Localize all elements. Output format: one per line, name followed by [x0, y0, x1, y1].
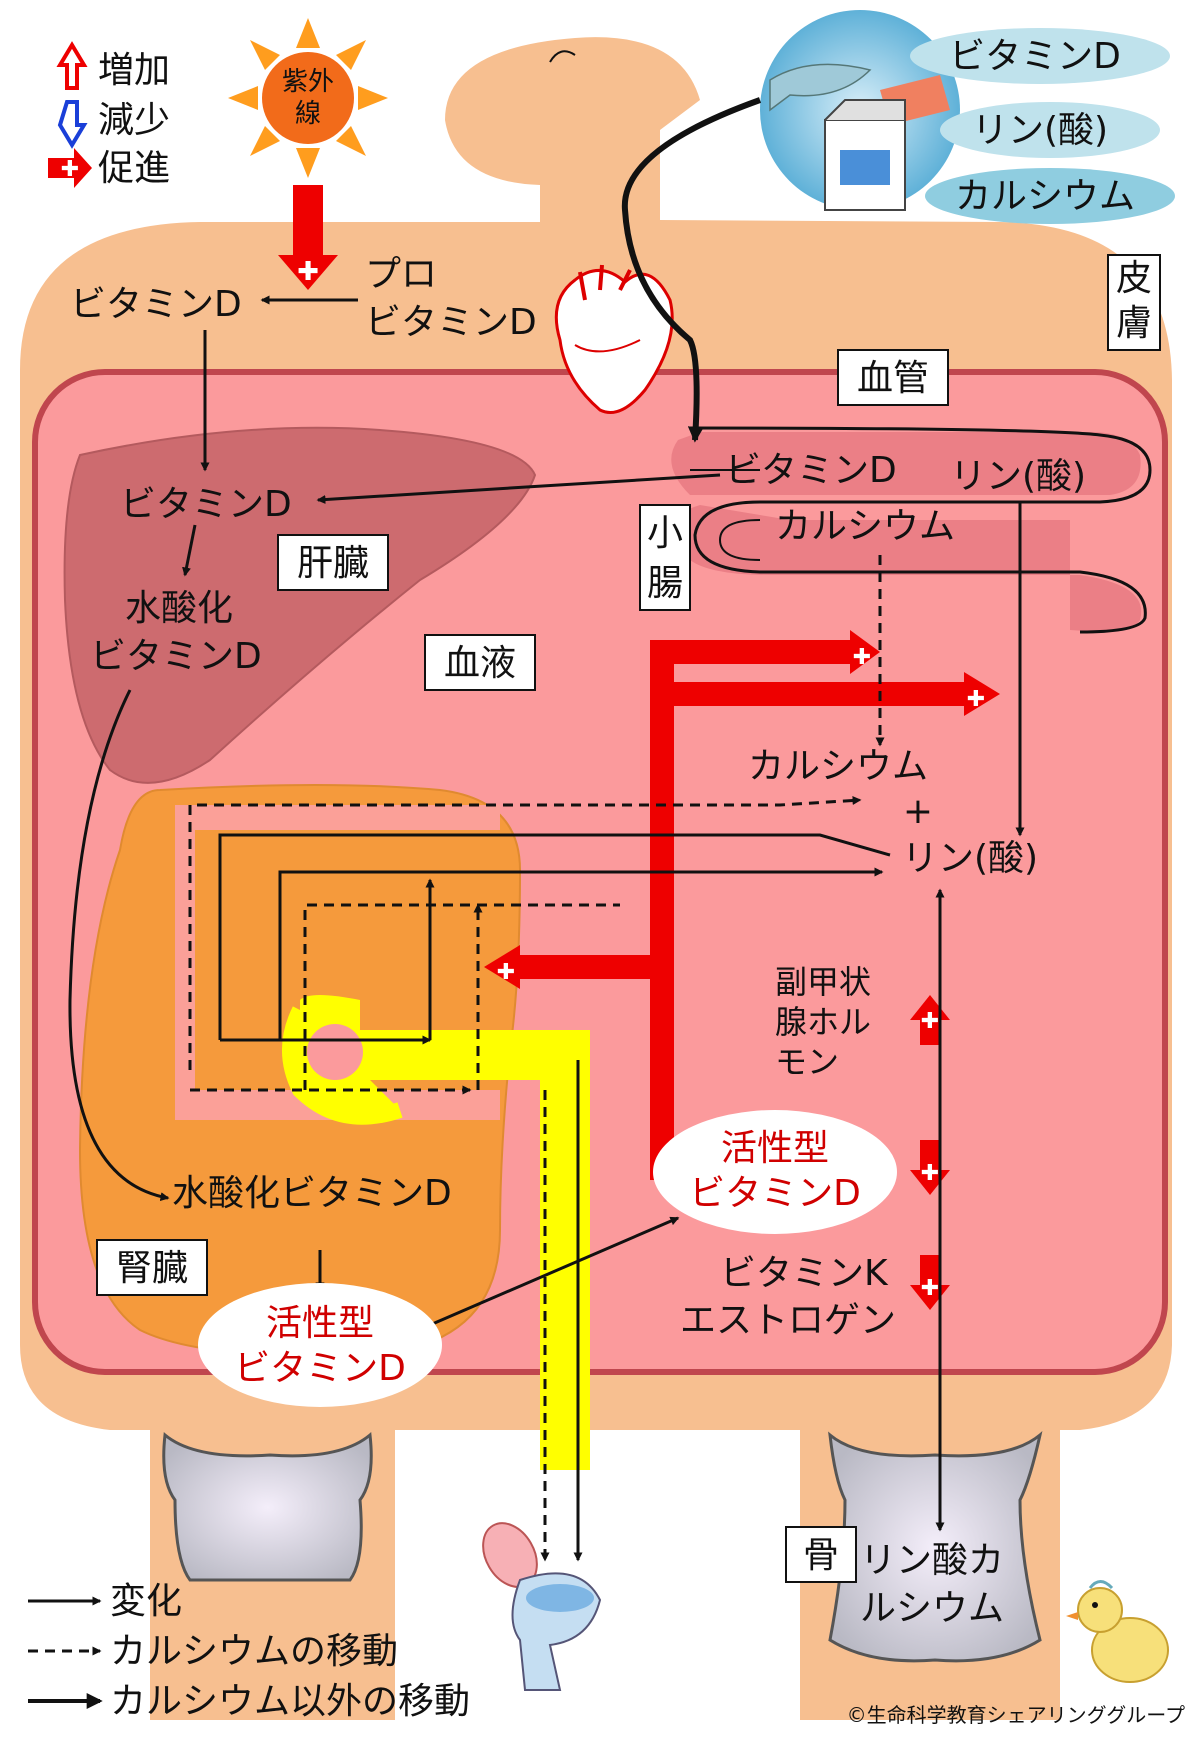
increase-arrow-icon	[56, 41, 88, 90]
pro-vitamin-d-2: ビタミンD	[365, 302, 537, 343]
food-phosphate: リン(酸)	[972, 110, 1108, 151]
sun-icon: 紫外 線	[228, 18, 388, 178]
blood-box	[424, 634, 536, 691]
active-vd-blood-1: 活性型	[721, 1128, 829, 1169]
food-group: ビタミンD リン(酸) カルシウム	[760, 10, 1175, 224]
pro-vitamin-d-1: プロ	[365, 254, 437, 295]
blood-label: 血液	[444, 643, 516, 684]
intestine-calcium: カルシウム	[775, 506, 955, 547]
fish-icon	[769, 63, 872, 112]
skin-box	[1107, 254, 1161, 351]
toilet-icon	[482, 1522, 602, 1691]
active-vd-blood-2: ビタミンD	[689, 1173, 861, 1214]
uv-label-1: 紫外	[282, 67, 334, 97]
flow-arrows	[68, 97, 1025, 1562]
intestine-vitamin-d: ビタミンD	[725, 450, 897, 491]
liver-hydroxylated-1: 水酸化	[125, 588, 233, 629]
organ-labels: 皮 膚 血管 肝臓 小 腸 血液 腎臓 骨	[96, 254, 1161, 1583]
bone-box	[785, 1526, 857, 1583]
legend-bottom: 変化 カルシウムの移動 カルシウム以外の移動	[28, 1581, 470, 1722]
liver-hydroxylated-2: ビタミンD	[90, 636, 262, 677]
liver-box	[277, 534, 389, 591]
copyright: ©生命科学教育シェアリンググループ	[847, 1703, 1185, 1727]
decrease-arrow-icon	[57, 100, 88, 149]
legend-change: 変化	[110, 1581, 182, 1622]
estrogen-label: エストロゲン	[680, 1300, 896, 1341]
food-vitamin-d: ビタミンD	[949, 36, 1121, 77]
active-vd-blood-bubble	[653, 1110, 897, 1234]
heart-icon	[554, 264, 674, 414]
svg-text:✚: ✚	[497, 960, 515, 985]
svg-text:✚: ✚	[921, 1009, 939, 1034]
legend-top: 増加 減少 ✚ 促進	[48, 41, 170, 189]
liver-label: 肝臓	[297, 543, 369, 584]
active-vd-kidney-1: 活性型	[266, 1303, 374, 1344]
svg-text:✚: ✚	[921, 1276, 939, 1301]
svg-text:✚: ✚	[853, 645, 871, 670]
promote-bars: ✚ ✚ ✚ ✚ ✚ ✚ ✚	[278, 185, 1000, 1310]
calcium-phosphate-1: リン酸カ	[860, 1540, 1004, 1581]
legend-increase: 増加	[98, 50, 170, 91]
vessel-label: 血管	[857, 358, 929, 399]
active-vd-kidney-bubble	[198, 1283, 442, 1407]
active-vd-kidney-2: ビタミンD	[234, 1348, 406, 1389]
liver-vitamin-d: ビタミンD	[120, 484, 292, 525]
process-labels: ビタミンD プロ ビタミンD ビタミンD 水酸化 ビタミンD ビタミンD リン(…	[70, 254, 1086, 1629]
vitamin-k-label: ビタミンK	[720, 1253, 889, 1294]
chick-icon	[1066, 1580, 1169, 1683]
vessel-box	[837, 349, 949, 406]
uv-label-2: 線	[295, 99, 321, 129]
blood-phosphate: リン(酸)	[902, 838, 1038, 879]
pth-label-2: 腺ホル	[775, 1003, 871, 1041]
eye-icon	[549, 50, 576, 63]
intestine-label-1: 小	[647, 513, 683, 554]
calcium-phosphate-2: ルシウム	[860, 1588, 1004, 1629]
intestine-label-2: 腸	[647, 563, 683, 604]
kidney-hydroxylated-vd: 水酸化ビタミンD	[172, 1173, 452, 1214]
legend-calcium-move: カルシウムの移動	[110, 1631, 398, 1672]
bone-left-icon	[162, 1432, 373, 1582]
small-intestine-shape	[671, 426, 1152, 634]
skin-label-2: 膚	[1116, 303, 1152, 344]
svg-text:✚: ✚	[297, 257, 319, 287]
legend-promote: 促進	[98, 148, 170, 189]
blood-plus: +	[903, 791, 933, 832]
skin-vitamin-d: ビタミンD	[70, 284, 242, 325]
svg-text:✚: ✚	[61, 157, 79, 182]
legend-decrease: 減少	[98, 100, 170, 141]
promote-arrow-icon	[48, 148, 92, 188]
blood-calcium: カルシウム	[748, 746, 928, 787]
intestine-phosphate: リン(酸)	[950, 456, 1086, 497]
kidney-label: 腎臓	[116, 1248, 188, 1289]
svg-text:✚: ✚	[921, 1161, 939, 1186]
bone-label: 骨	[803, 1535, 839, 1576]
pth-label-1: 副甲状	[775, 963, 871, 1001]
food-calcium: カルシウム	[955, 176, 1135, 217]
pth-label-3: モン	[775, 1043, 839, 1081]
skin-label-1: 皮	[1116, 258, 1152, 299]
liver-shape	[63, 426, 537, 784]
kidney-box	[96, 1239, 208, 1296]
legend-other-move: カルシウム以外の移動	[110, 1681, 470, 1722]
intestine-box	[639, 504, 691, 611]
svg-text:✚: ✚	[967, 687, 985, 712]
